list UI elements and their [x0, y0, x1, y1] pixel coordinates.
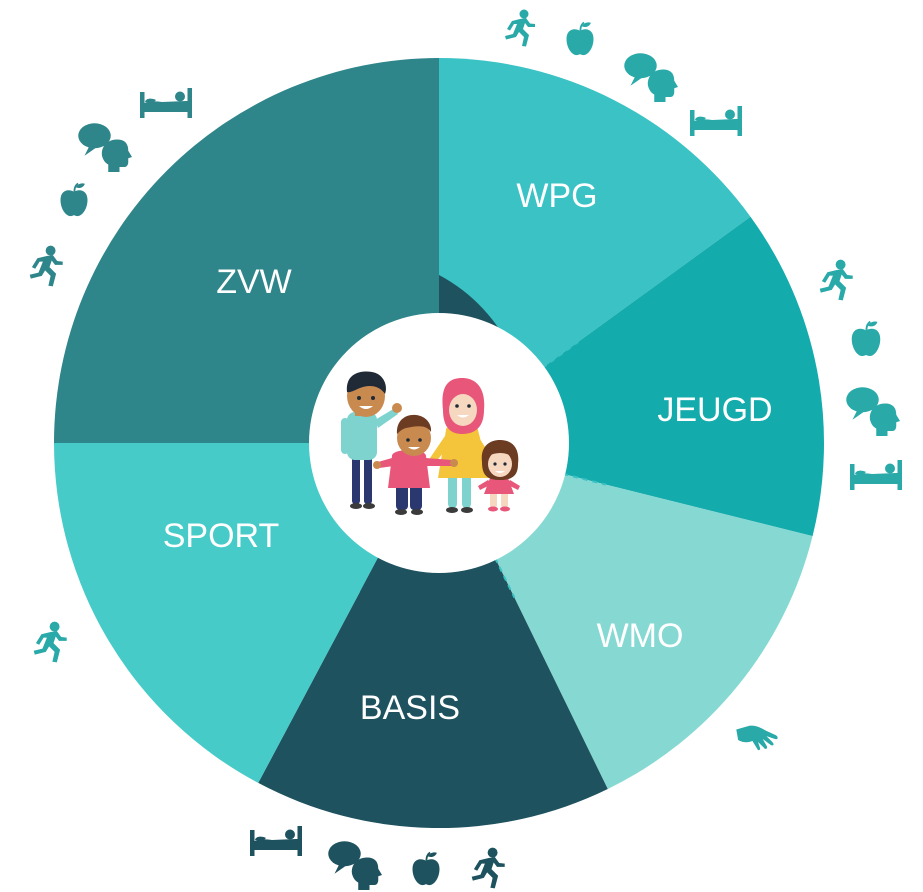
segment-label-wmo: WMO — [597, 617, 684, 655]
speech-head-icon — [624, 53, 678, 102]
bed-icon — [250, 826, 302, 856]
segment-zvw[interactable] — [54, 58, 439, 443]
runner-icon — [29, 245, 63, 287]
segment-label-wpg: WPG — [516, 177, 597, 215]
boy-figure — [373, 414, 458, 515]
segment-label-jeugd: JEUGD — [657, 391, 772, 429]
segment-label-basis: BASIS — [360, 689, 460, 727]
icon-group-jeugd — [819, 259, 902, 490]
icon-group-wmo — [736, 725, 778, 751]
runner-icon — [505, 9, 535, 47]
bed-icon — [140, 88, 192, 118]
speech-head-icon — [328, 841, 382, 890]
runner-icon — [819, 259, 853, 301]
girl-figure — [478, 440, 520, 512]
apple-icon — [412, 851, 440, 886]
icon-group-basis — [250, 826, 505, 890]
segment-label-zvw: ZVW — [216, 263, 292, 301]
father-figure — [341, 371, 402, 509]
inner-ring-divider — [562, 472, 607, 486]
inner-ring-dividers — [494, 341, 607, 599]
speech-head-icon — [846, 387, 900, 436]
segment-basis[interactable] — [258, 443, 608, 828]
bed-icon — [850, 460, 902, 490]
apple-icon — [851, 320, 881, 357]
runner-icon — [33, 621, 67, 663]
speech-head-icon — [78, 123, 132, 172]
apple-icon — [60, 182, 88, 217]
apple-icon — [566, 21, 594, 56]
inner-ring-divider — [494, 557, 516, 599]
icon-group-sport — [33, 621, 67, 663]
hand-icon — [736, 725, 778, 751]
bed-icon — [690, 106, 742, 136]
family-illustration — [341, 371, 520, 515]
segment-label-sport: SPORT — [163, 517, 280, 555]
runner-icon — [471, 847, 505, 889]
inner-ring-divider — [541, 341, 579, 369]
